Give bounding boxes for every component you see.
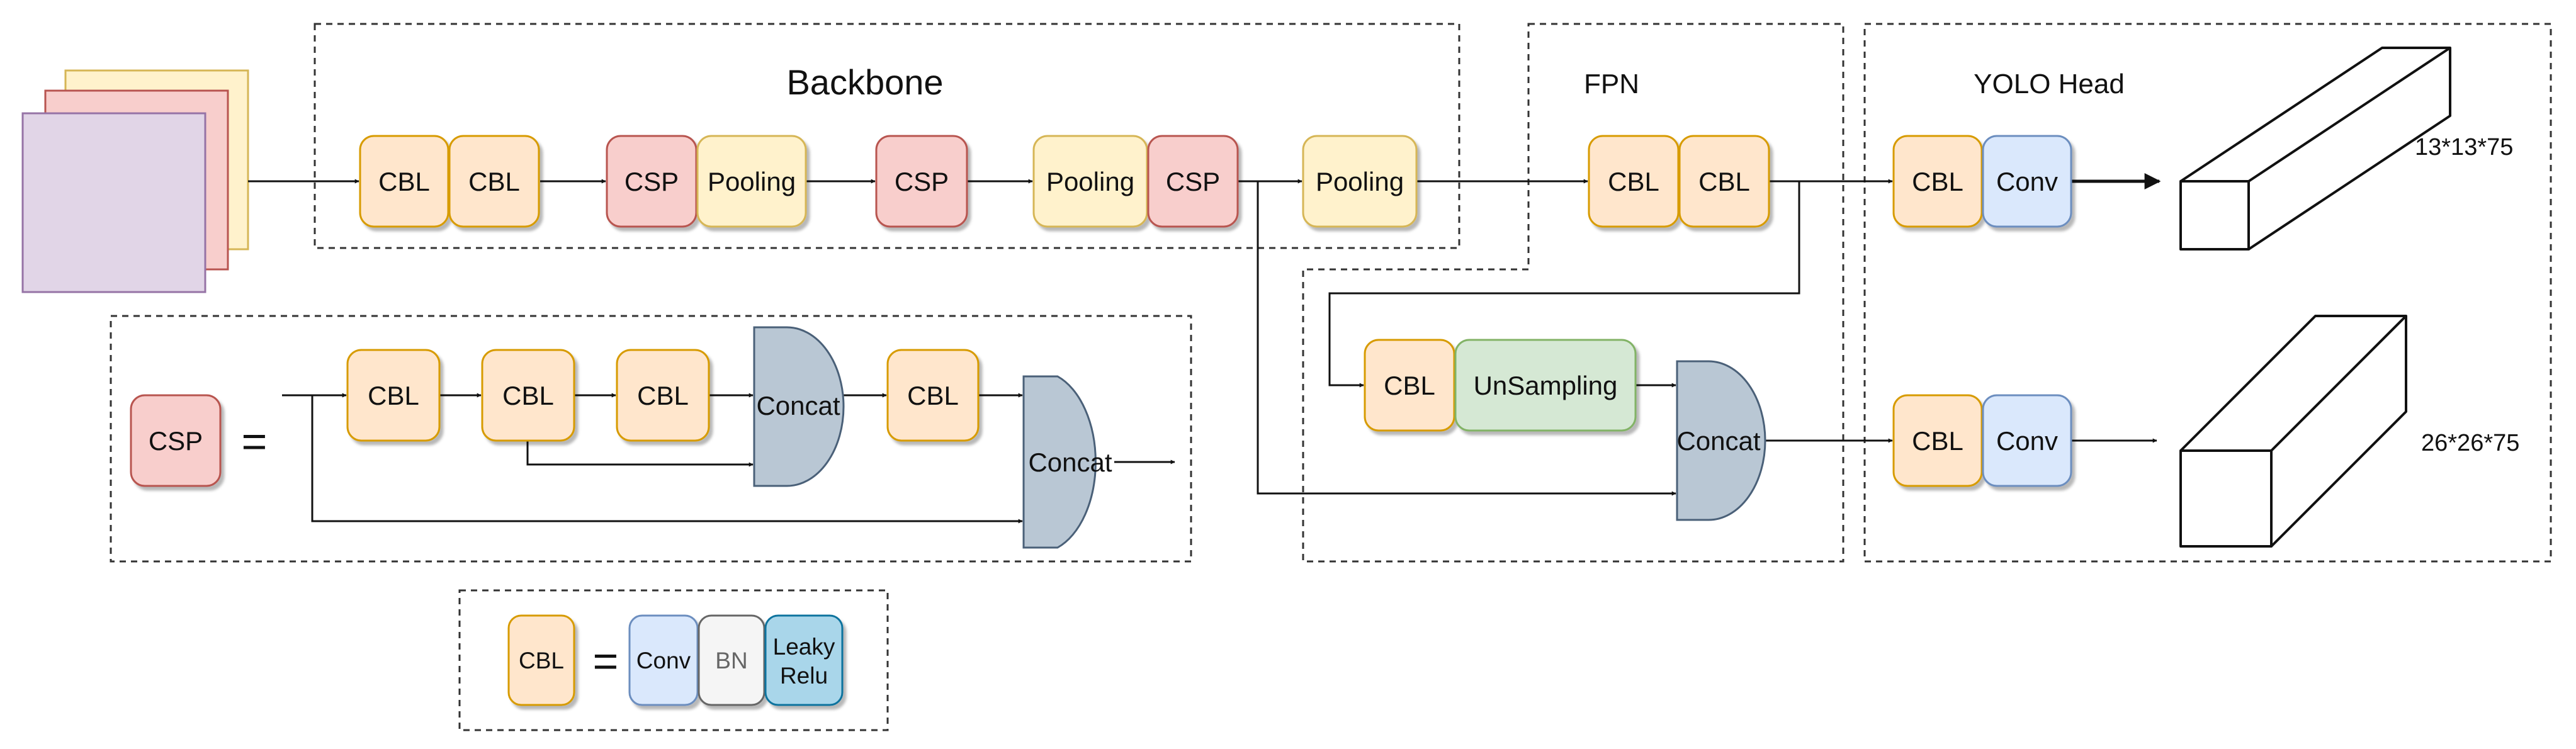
backbone-pooling-2-box	[1032, 135, 1148, 228]
head-cbl-2-box	[1892, 394, 1983, 487]
head-cbl-1-label: CBL	[1912, 167, 1963, 196]
csp-cbl-3-label: CBL	[637, 381, 689, 410]
csp-definition-region	[110, 315, 1192, 563]
fpn-cbl-2-box	[1678, 135, 1770, 228]
cbl-leaky-relu-box	[764, 614, 844, 706]
head-conv-2-label: Conv	[1996, 426, 2058, 456]
backbone-title: Backbone	[786, 62, 943, 102]
fpn-cbl-1-label: CBL	[1608, 167, 1659, 196]
backbone-csp-3-label: CSP	[1166, 167, 1220, 196]
fpn-unsampling-label: UnSampling	[1474, 371, 1618, 400]
head-conv-1-label: Conv	[1996, 167, 2058, 196]
csp-cbl-4-box	[886, 349, 980, 442]
arrow-fpn-to-upsample-branch	[1328, 181, 1800, 388]
fpn-cbl-2-label: CBL	[1698, 167, 1750, 196]
fpn-concat-shape	[1676, 360, 1766, 521]
backbone-region	[314, 23, 1460, 249]
yolo-head-title: YOLO Head	[1974, 69, 2125, 99]
backbone-csp-3-box	[1147, 135, 1239, 228]
csp-cbl-1-box	[346, 349, 441, 442]
backbone-cbl-1-box	[359, 135, 449, 228]
cbl-equals-sign: =	[593, 636, 619, 685]
backbone-pooling-3-box	[1302, 135, 1418, 228]
cbl-relu-label: Relu	[780, 663, 828, 689]
backbone-csp-1-box	[606, 135, 698, 228]
fpn-region	[1302, 23, 1844, 563]
csp-concat-2-shape	[1022, 375, 1097, 549]
head-conv-2-box	[1982, 394, 2072, 487]
backbone-cbl-2-box	[448, 135, 540, 228]
csp-arrow-cbl2-bypass-to-concat	[526, 441, 754, 467]
backbone-pooling-3-label: Pooling	[1316, 167, 1404, 196]
fpn-title: FPN	[1584, 69, 1639, 99]
cbl-bn-label: BN	[715, 648, 747, 673]
output-tensor-13x13x75	[2179, 47, 2451, 251]
head-cbl-1-box	[1892, 135, 1983, 228]
backbone-csp-1-label: CSP	[624, 167, 679, 196]
csp-cbl-1-label: CBL	[368, 381, 419, 410]
fpn-cbl-1-box	[1588, 135, 1680, 228]
csp-concat-2-label: Concat	[1028, 448, 1112, 477]
backbone-cbl-2-label: CBL	[468, 167, 520, 196]
backbone-csp-2-label: CSP	[895, 167, 949, 196]
cbl-conv-label: Conv	[636, 648, 691, 673]
fpn-cbl-3-label: CBL	[1384, 371, 1435, 400]
head-cbl-2-label: CBL	[1912, 426, 1963, 456]
csp-cbl-2-box	[481, 349, 575, 442]
csp-arrow-input-bypass-to-concat2	[311, 395, 1023, 524]
csp-legend-box	[130, 394, 222, 487]
cbl-bn-box	[698, 614, 765, 706]
backbone-cbl-1-label: CBL	[378, 167, 430, 196]
csp-concat-1-label: Concat	[756, 391, 840, 420]
fpn-unsampling-box	[1454, 339, 1637, 432]
csp-equals-sign: =	[242, 417, 268, 466]
cbl-legend-label: CBL	[519, 648, 564, 673]
backbone-pooling-1-box	[696, 135, 807, 228]
csp-cbl-3-box	[616, 349, 710, 442]
output-tensor-26x26x75	[2179, 315, 2407, 548]
csp-concat-1-shape	[753, 326, 845, 487]
fpn-cbl-3-box	[1364, 339, 1455, 432]
backbone-pooling-1-label: Pooling	[708, 167, 796, 196]
cbl-definition-region	[458, 589, 889, 731]
output-13x13x75-label: 13*13*75	[2415, 134, 2513, 160]
backbone-pooling-2-label: Pooling	[1046, 167, 1134, 196]
backbone-csp-2-box	[875, 135, 968, 228]
fpn-concat-label: Concat	[1676, 426, 1760, 456]
head-conv-1-box	[1982, 135, 2072, 228]
csp-cbl-2-label: CBL	[502, 381, 554, 410]
cbl-legend-box	[507, 614, 575, 706]
input-layer-purple	[21, 112, 206, 293]
yolo-head-region	[1863, 23, 2552, 563]
csp-legend-label: CSP	[149, 426, 203, 456]
output-26x26x75-label: 26*26*75	[2421, 430, 2519, 456]
cbl-conv-box	[628, 614, 699, 706]
arrow-backbone-skip-to-concat	[1257, 181, 1676, 496]
csp-cbl-4-label: CBL	[907, 381, 959, 410]
cbl-leaky-label: Leaky	[773, 634, 835, 660]
